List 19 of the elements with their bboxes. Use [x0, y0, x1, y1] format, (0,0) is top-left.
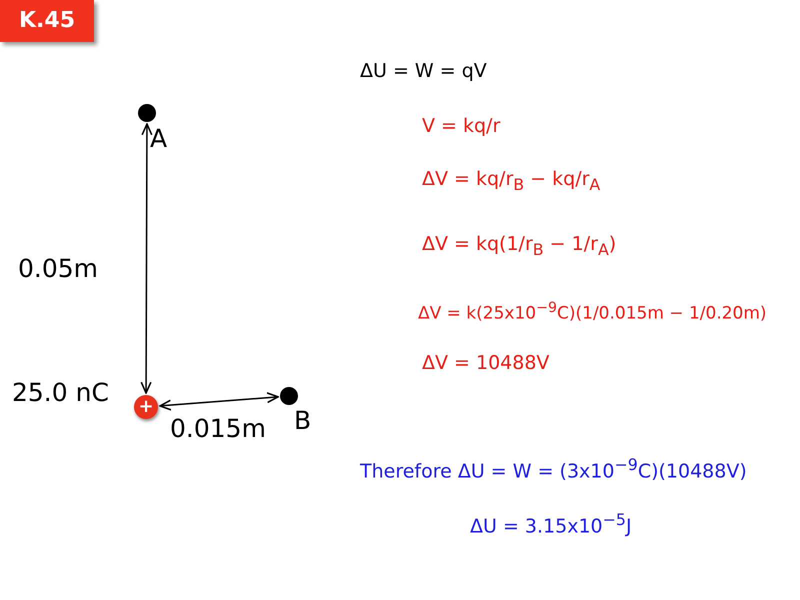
equation: ΔU = W = qV: [360, 60, 487, 82]
point-dot: [280, 387, 298, 405]
arrow: [159, 392, 279, 411]
point-label: B: [294, 406, 312, 435]
edge-label: 0.015m: [170, 414, 266, 443]
equation: ΔV = kq(1/r$_{B}$ − 1/r$_{A}$): [422, 233, 616, 259]
point-dot: [138, 104, 156, 122]
equation: Therefore ΔU = W = (3x10$^{−9}$C)(10488V): [360, 455, 747, 482]
edge-label: 0.05m: [18, 254, 98, 283]
equation: ΔV = k(25x10$^{−9}$C)(1/0.015m − 1/0.20m): [418, 300, 767, 324]
arrow: [140, 123, 152, 394]
equation: V = kq/r: [422, 115, 500, 137]
equation: ΔU = 3.15x10$^{−5}$J: [470, 510, 632, 538]
point-label: A: [150, 124, 168, 153]
equation: ΔV = 10488V: [422, 352, 550, 374]
positive-charge: +: [134, 395, 158, 419]
equation: ΔV = kq/r$_{B}$ − kq/r$_{A}$: [422, 168, 600, 194]
charge-label: 25.0 nC: [12, 378, 109, 407]
slide-number-badge: K.45: [0, 0, 94, 42]
